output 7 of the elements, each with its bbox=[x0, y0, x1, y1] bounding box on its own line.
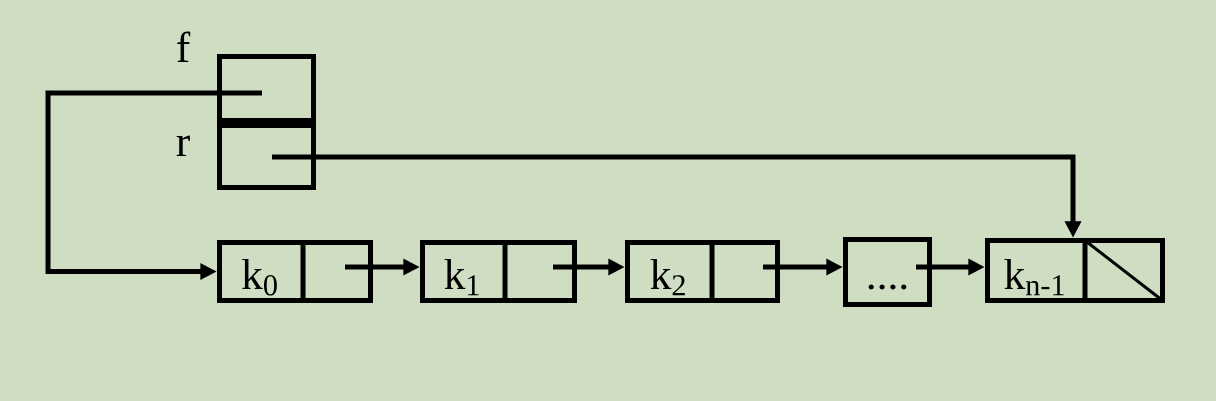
list-node: k$_{n-1}$ bbox=[985, 238, 1165, 303]
list-node: k$_{2}$ bbox=[625, 240, 780, 303]
list-node: k$_{1}$ bbox=[420, 240, 577, 303]
list-node: k$_{0}$ bbox=[217, 240, 373, 303]
variable-label: f bbox=[177, 31, 191, 62]
ellipsis-box: .... bbox=[843, 237, 932, 307]
variable-label: r bbox=[176, 135, 190, 156]
